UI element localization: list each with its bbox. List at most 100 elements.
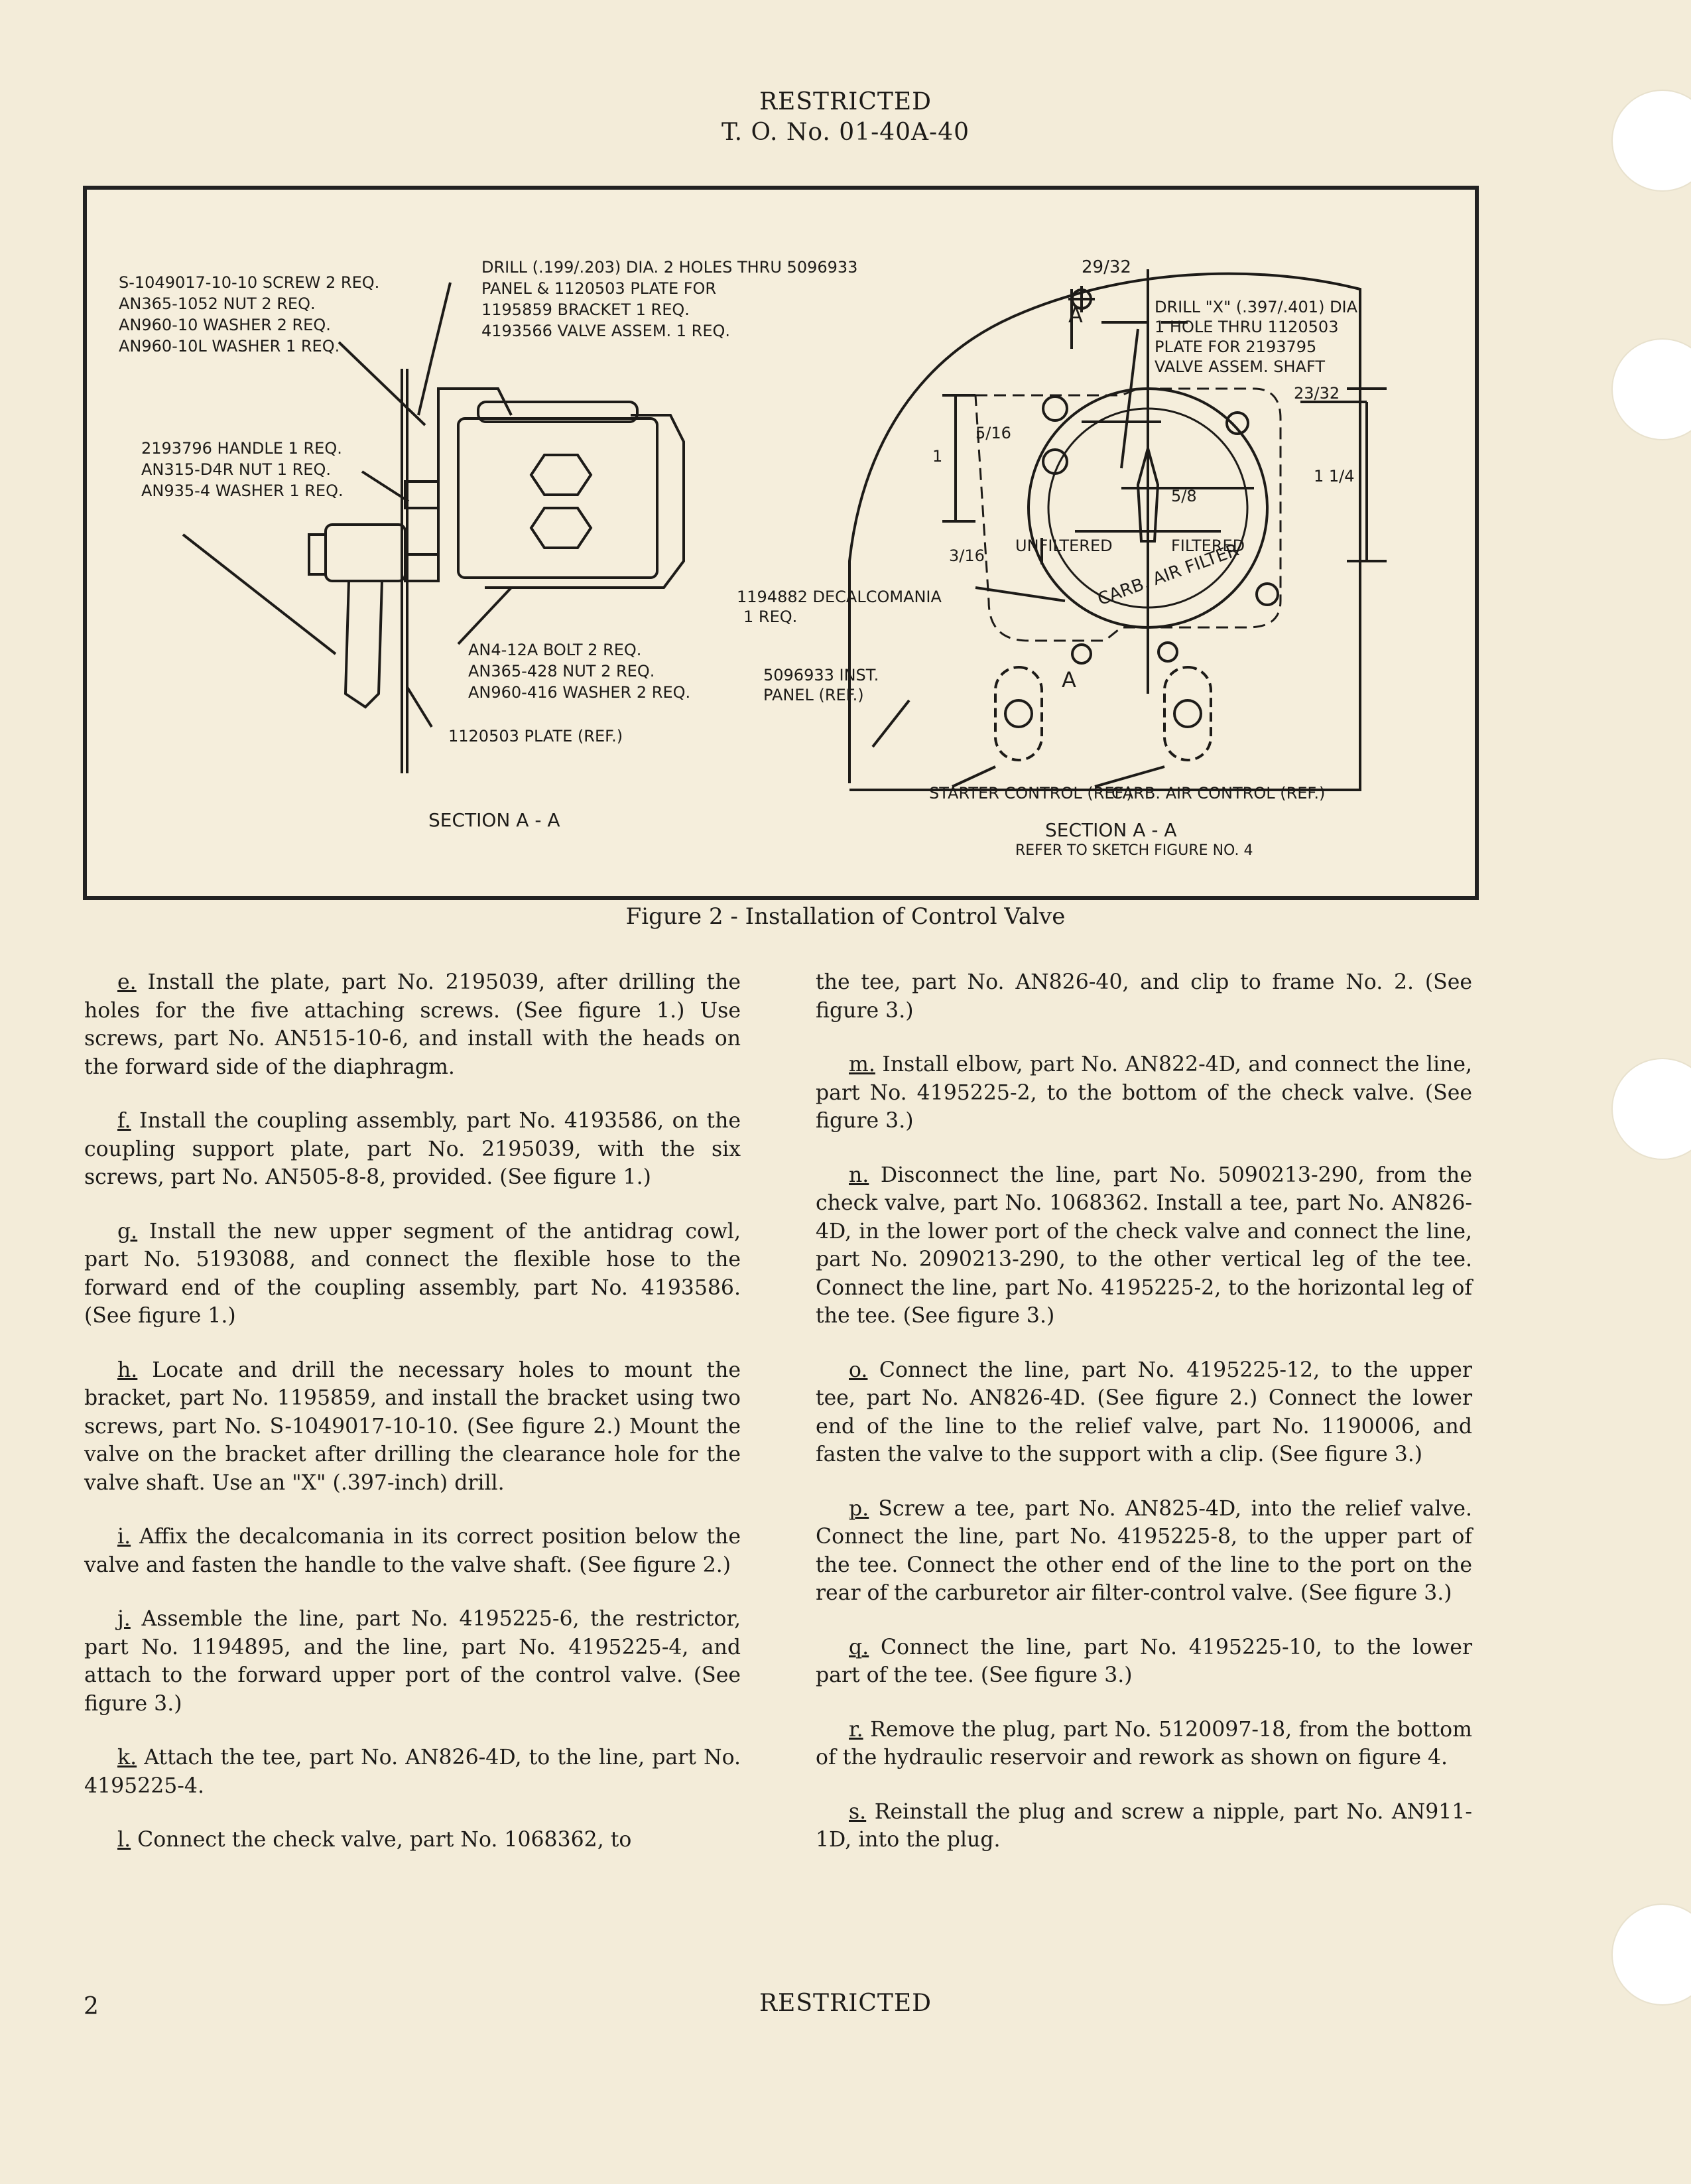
decal-line-2: 1 REQ. bbox=[743, 608, 797, 626]
step-text: Affix the decalcomania in its correct po… bbox=[84, 1525, 741, 1577]
refer-label: REFER TO SKETCH FIGURE NO. 4 bbox=[1015, 842, 1253, 859]
instruction-paragraph: f. Install the coupling assembly, part N… bbox=[84, 1107, 741, 1192]
step-text: Install elbow, part No. AN822-4D, and co… bbox=[816, 1053, 1472, 1133]
step-letter: e. bbox=[117, 970, 137, 994]
drill-line-1: DRILL (.199/.203) DIA. 2 HOLES THRU 5096… bbox=[481, 258, 857, 277]
step-text: Install the new upper segment of the ant… bbox=[84, 1219, 741, 1328]
carb-control-slot bbox=[1163, 666, 1212, 761]
header-doc-number: T. O. No. 01-40A-40 bbox=[721, 119, 970, 146]
starter-control-label: STARTER CONTROL (REF.) bbox=[929, 784, 1132, 803]
section-marker-top: A bbox=[1068, 302, 1083, 328]
starter-control-slot bbox=[994, 666, 1043, 761]
screw-group-line-2: AN365-1052 NUT 2 REQ. bbox=[119, 294, 316, 313]
drill-x-line-4: VALVE ASSEM. SHAFT bbox=[1155, 357, 1325, 376]
step-letter: f. bbox=[117, 1109, 131, 1133]
instruction-paragraph: r. Remove the plug, part No. 5120097-18,… bbox=[816, 1716, 1472, 1772]
left-section-label: SECTION A - A bbox=[428, 809, 560, 831]
dim-center: 5/8 bbox=[1171, 487, 1197, 505]
drill-line-3: 1195859 BRACKET 1 REQ. bbox=[481, 300, 690, 319]
bolt-hex-1 bbox=[529, 454, 593, 496]
dim-left-height: 1 bbox=[932, 447, 942, 466]
step-letter: o. bbox=[849, 1358, 868, 1382]
unfiltered-label: UNFILTERED bbox=[1015, 537, 1113, 555]
instruction-paragraph: i. Affix the decalcomania in its correct… bbox=[84, 1523, 741, 1579]
plate-label: 1120503 PLATE (REF.) bbox=[448, 727, 623, 745]
instruction-paragraph: q. Connect the line, part No. 4195225-10… bbox=[816, 1634, 1472, 1690]
step-letter: p. bbox=[849, 1496, 869, 1521]
dim-left-2: 3/16 bbox=[949, 546, 985, 565]
instruction-paragraph: j. Assemble the line, part No. 4195225-6… bbox=[84, 1605, 741, 1718]
left-column: e. Install the plate, part No. 2195039, … bbox=[84, 968, 741, 1880]
step-text: Disconnect the line, part No. 5090213-29… bbox=[816, 1163, 1472, 1328]
panel-line-1: 5096933 INST. bbox=[763, 666, 879, 684]
instruction-paragraph: the tee, part No. AN826-40, and clip to … bbox=[816, 968, 1472, 1025]
handle-group-line-2: AN315-D4R NUT 1 REQ. bbox=[141, 460, 331, 479]
step-text: Assemble the line, part No. 4195225-6, t… bbox=[84, 1607, 741, 1716]
right-section-label: SECTION A - A bbox=[1045, 819, 1176, 841]
step-text: Screw a tee, part No. AN825-4D, into the… bbox=[816, 1496, 1472, 1606]
step-letter: j. bbox=[117, 1607, 131, 1631]
bolt-hex-2 bbox=[529, 507, 593, 549]
bolt-group-line-3: AN960-416 WASHER 2 REQ. bbox=[468, 683, 690, 702]
screw-group-line-1: S-1049017-10-10 SCREW 2 REQ. bbox=[119, 273, 379, 292]
carb-control-label: CARB. AIR CONTROL (REF.) bbox=[1111, 784, 1325, 803]
instruction-paragraph: m. Install elbow, part No. AN822-4D, and… bbox=[816, 1051, 1472, 1135]
drill-line-4: 4193566 VALVE ASSEM. 1 REQ. bbox=[481, 322, 730, 340]
step-letter: q. bbox=[849, 1635, 869, 1659]
footer-classification: RESTRICTED bbox=[759, 1990, 932, 2017]
step-text: Install the plate, part No. 2195039, aft… bbox=[84, 970, 741, 1079]
figure-drawing: S-1049017-10-10 SCREW 2 REQ. AN365-1052 … bbox=[119, 257, 1387, 859]
instruction-paragraph: o. Connect the line, part No. 4195225-12… bbox=[816, 1356, 1472, 1469]
dim-top: 29/32 bbox=[1082, 257, 1131, 277]
step-text: Connect the check valve, part No. 106836… bbox=[131, 1828, 632, 1852]
bolt-group-line-1: AN4-12A BOLT 2 REQ. bbox=[468, 641, 641, 659]
step-letter: g. bbox=[117, 1219, 138, 1244]
valve-body bbox=[457, 417, 658, 579]
drill-line-2: PANEL & 1120503 PLATE FOR bbox=[481, 279, 716, 298]
step-text: Install the coupling assembly, part No. … bbox=[84, 1109, 741, 1189]
drill-x-line-3: PLATE FOR 2193795 bbox=[1155, 338, 1316, 356]
page-number: 2 bbox=[84, 1993, 99, 2020]
dim-right-2: 1 1/4 bbox=[1314, 467, 1355, 485]
screw-group-line-4: AN960-10L WASHER 1 REQ. bbox=[119, 337, 340, 355]
instruction-paragraph: h. Locate and drill the necessary holes … bbox=[84, 1356, 741, 1498]
step-text: Remove the plug, part No. 5120097-18, fr… bbox=[816, 1717, 1472, 1770]
dim-left-1: 5/16 bbox=[975, 424, 1011, 442]
step-letter: m. bbox=[849, 1053, 875, 1076]
dial-label: CARB. AIR FILTER bbox=[1095, 541, 1241, 610]
figure-frame: S-1049017-10-10 SCREW 2 REQ. AN365-1052 … bbox=[83, 186, 1479, 900]
drill-x-line-2: 1 HOLE THRU 1120503 bbox=[1155, 318, 1338, 336]
step-letter: i. bbox=[117, 1525, 131, 1549]
section-marker-bottom: A bbox=[1062, 667, 1076, 692]
step-text: Connect the line, part No. 4195225-10, t… bbox=[816, 1635, 1472, 1688]
instruction-paragraph: l. Connect the check valve, part No. 106… bbox=[84, 1826, 741, 1854]
instruction-paragraph: s. Reinstall the plug and screw a nipple… bbox=[816, 1798, 1472, 1854]
step-letter: k. bbox=[117, 1746, 137, 1769]
screw-group-line-3: AN960-10 WASHER 2 REQ. bbox=[119, 316, 331, 334]
punch-hole-upper-mid bbox=[1611, 338, 1691, 440]
dim-right-1: 23/32 bbox=[1294, 384, 1340, 403]
right-column: the tee, part No. AN826-40, and clip to … bbox=[816, 968, 1472, 1880]
step-letter: r. bbox=[849, 1717, 863, 1742]
bolt-group-line-2: AN365-428 NUT 2 REQ. bbox=[468, 662, 655, 680]
decal-line-1: 1194882 DECALCOMANIA bbox=[737, 588, 942, 606]
instruction-paragraph: e. Install the plate, part No. 2195039, … bbox=[84, 968, 741, 1081]
drill-x-line-1: DRILL "X" (.397/.401) DIA. bbox=[1155, 298, 1362, 316]
handle-group-line-3: AN935-4 WASHER 1 REQ. bbox=[141, 482, 344, 500]
filtered-label: FILTERED bbox=[1171, 537, 1245, 555]
step-letter: n. bbox=[849, 1163, 869, 1187]
step-text: Reinstall the plug and screw a nipple, p… bbox=[816, 1799, 1472, 1852]
instruction-paragraph: n. Disconnect the line, part No. 5090213… bbox=[816, 1161, 1472, 1330]
instrument-panel-outline bbox=[848, 272, 1361, 791]
instruction-paragraph: k. Attach the tee, part No. AN826-4D, to… bbox=[84, 1744, 741, 1800]
step-text: Connect the line, part No. 4195225-12, t… bbox=[816, 1358, 1472, 1467]
instruction-paragraph: g. Install the new upper segment of the … bbox=[84, 1218, 741, 1330]
handle-lever bbox=[344, 580, 383, 709]
step-text: Locate and drill the necessary holes to … bbox=[84, 1358, 741, 1495]
instruction-paragraph: p. Screw a tee, part No. AN825-4D, into … bbox=[816, 1495, 1472, 1608]
handle-hub bbox=[324, 523, 407, 582]
panel-line-2: PANEL (REF.) bbox=[763, 686, 864, 704]
figure-caption: Figure 2 - Installation of Control Valve bbox=[625, 903, 1066, 930]
punch-hole-top bbox=[1611, 90, 1691, 192]
step-letter: l. bbox=[117, 1828, 131, 1852]
